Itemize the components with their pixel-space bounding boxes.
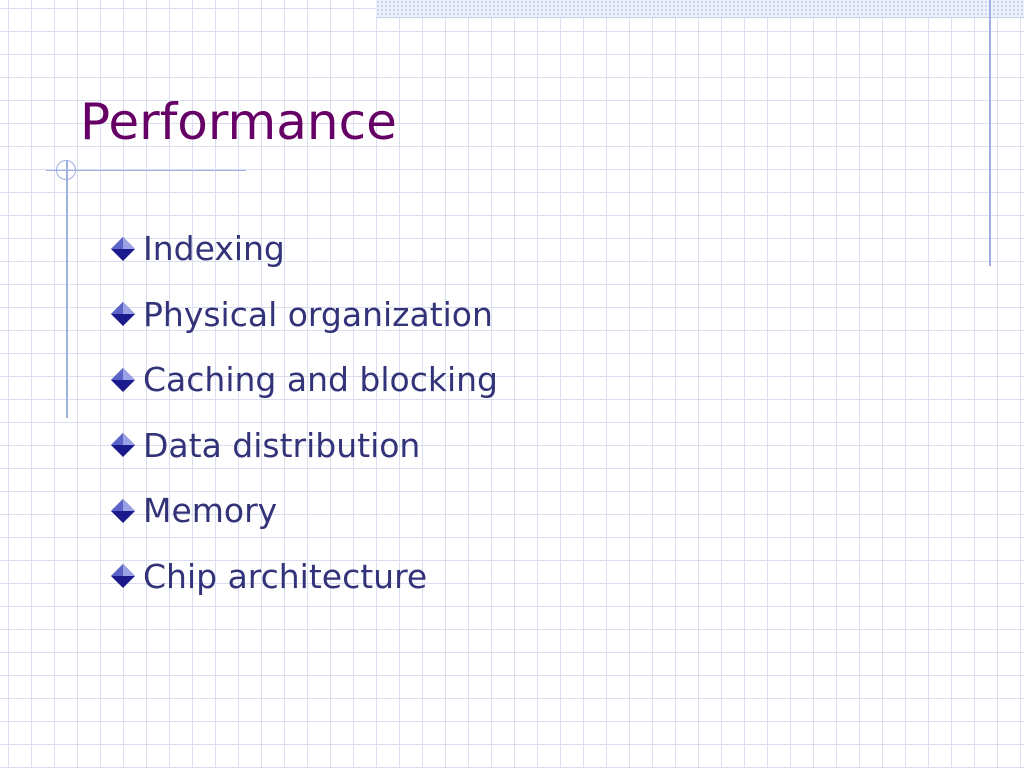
diamond-bullet-icon — [111, 302, 135, 327]
bullet-label: Chip architecture — [143, 556, 428, 596]
right-vertical-rule — [989, 0, 991, 266]
top-pattern-band — [376, 0, 1024, 18]
bullet-item-caching-and-blocking: Caching and blocking — [108, 347, 498, 413]
diamond-bullet-icon — [111, 498, 135, 523]
bullet-label: Memory — [143, 491, 278, 531]
bullet-item-data-distribution: Data distribution — [108, 413, 498, 479]
diamond-bullet-icon — [111, 433, 135, 458]
bullet-item-indexing: Indexing — [108, 216, 498, 282]
diamond-bullet-icon — [111, 564, 135, 589]
bullet-list: Indexing Physical organization Caching a… — [108, 216, 498, 609]
bullet-item-chip-architecture: Chip architecture — [108, 544, 498, 610]
bullet-label: Data distribution — [143, 425, 421, 465]
decorative-circle — [56, 160, 76, 180]
bullet-label: Physical organization — [143, 294, 493, 334]
left-vertical-rule — [66, 160, 68, 418]
diamond-bullet-icon — [111, 236, 135, 261]
bullet-item-memory: Memory — [108, 478, 498, 544]
title-underline-rule — [46, 170, 246, 171]
slide-title: Performance — [80, 93, 397, 151]
diamond-bullet-icon — [111, 367, 135, 392]
bullet-label: Caching and blocking — [143, 360, 499, 400]
bullet-label: Indexing — [143, 229, 285, 269]
bullet-item-physical-organization: Physical organization — [108, 282, 498, 348]
